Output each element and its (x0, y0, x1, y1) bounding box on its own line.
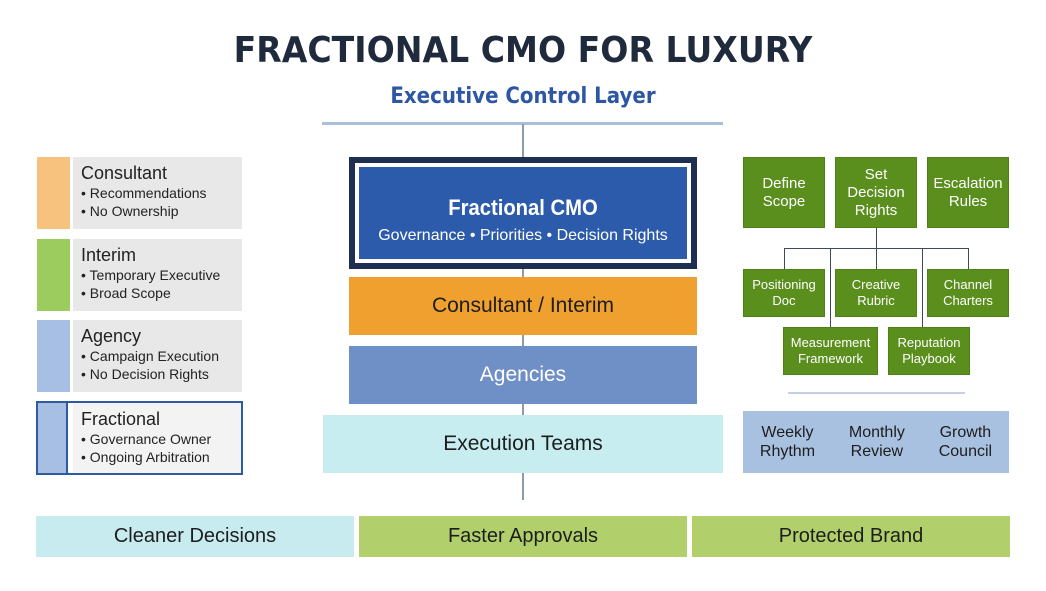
outcome-label: Protected Brand (778, 525, 924, 547)
node-line: Rubric (857, 293, 895, 308)
legend-bullet: • Recommendations (81, 185, 207, 201)
node-line: Creative (851, 277, 901, 292)
tree-connector (784, 248, 785, 269)
outcome-label: Cleaner Decisions (113, 525, 277, 547)
diagram-title: FRACTIONAL CMO FOR LUXURY (233, 30, 813, 71)
node-line: Measurement (790, 335, 871, 350)
legend-card-fractional: Fractional • Governance Owner • Ongoing … (36, 401, 243, 475)
cadence-line: Review (850, 443, 904, 460)
layer-agencies: Agencies (349, 346, 697, 404)
node-line: Rights (854, 201, 898, 219)
consultant-swatch (37, 157, 70, 229)
cadence-line: Council (938, 443, 993, 460)
layer-label: Agencies (479, 363, 567, 386)
node-line: Playbook (902, 351, 956, 366)
fractional-text: Fractional • Governance Owner • Ongoing … (73, 403, 241, 473)
cmo-title: Fractional CMO (448, 195, 598, 220)
cadence-divider (788, 392, 965, 394)
cmo-frame: Fractional CMO Governance • Priorities •… (355, 163, 691, 263)
legend-bullet: • Broad Scope (81, 285, 171, 301)
diagram-subtitle: Executive Control Layer (390, 84, 656, 109)
cadence-line: Rhythm (759, 443, 816, 460)
legend-title: Consultant (81, 163, 168, 183)
node-line: Escalation (933, 174, 1003, 192)
legend-title: Fractional (81, 409, 161, 429)
legend-title: Interim (81, 245, 137, 265)
node-line: Positioning (752, 277, 816, 292)
legend-card-agency: Agency • Campaign Execution • No Decisio… (73, 320, 242, 392)
legend-card-consultant: Consultant • Recommendations • No Owners… (73, 157, 242, 229)
node-line: Scope (762, 192, 806, 210)
node-line: Channel (943, 277, 993, 292)
legend-bullet: • No Ownership (81, 203, 179, 219)
layer-consultant-interim: Consultant / Interim (349, 277, 697, 335)
agency-swatch (37, 320, 70, 392)
cmo-subtitle: Governance • Priorities • Decision Right… (378, 227, 668, 244)
legend-bullet: • Campaign Execution (81, 348, 219, 364)
layer-execution-teams: Execution Teams (323, 415, 723, 473)
tree-connector (876, 248, 877, 269)
legend-bullet: • No Decision Rights (81, 366, 209, 382)
node-line: Decision (847, 183, 905, 201)
legend-bullet: • Governance Owner (81, 431, 212, 447)
node-line: Doc (772, 293, 796, 308)
outcome-label: Faster Approvals (447, 525, 599, 547)
node-line: Set (864, 165, 888, 183)
outcome-faster-approvals: Faster Approvals (359, 516, 687, 557)
fractional-cmo-box: Fractional CMO Governance • Priorities •… (349, 157, 697, 269)
legend-bullet: • Ongoing Arbitration (81, 449, 210, 465)
tree-connector (876, 228, 877, 248)
legend-bullet: • Temporary Executive (81, 267, 221, 283)
layer-label: Execution Teams (443, 432, 603, 455)
cadence-line: Monthly (848, 424, 905, 441)
outcome-protected-brand: Protected Brand (692, 516, 1010, 557)
tree-connector (830, 248, 831, 327)
cadence-line: Growth (939, 424, 992, 441)
node-line: Reputation (897, 335, 961, 350)
outcome-cleaner-decisions: Cleaner Decisions (36, 516, 354, 557)
interim-swatch (37, 239, 70, 311)
legend-title: Agency (81, 326, 142, 346)
node-line: Define (762, 174, 806, 192)
node-line: Rules (948, 192, 988, 210)
layer-label: Consultant / Interim (431, 294, 615, 317)
cadence-line: Weekly (761, 424, 814, 441)
tree-connector (922, 248, 923, 327)
node-line: Framework (797, 351, 863, 366)
cmo-core: Fractional CMO Governance • Priorities •… (359, 167, 687, 259)
legend-card-interim: Interim • Temporary Executive • Broad Sc… (73, 239, 242, 311)
node-line: Charters (943, 293, 993, 308)
fractional-swatch (38, 403, 68, 473)
executive-layer-divider (322, 122, 723, 125)
tree-connector (968, 248, 969, 269)
